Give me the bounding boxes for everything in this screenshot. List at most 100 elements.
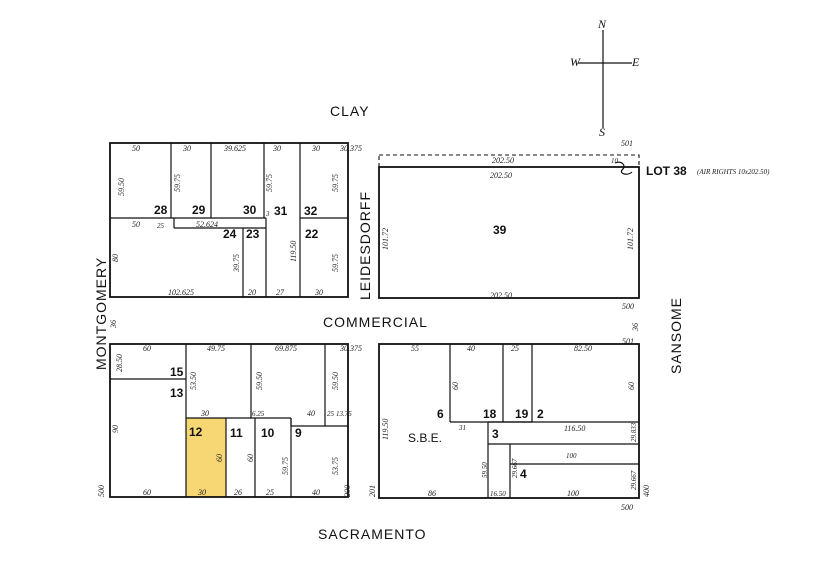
dim: 59.50 [117,178,126,196]
addr-36-right: 36 [631,323,640,332]
addr-36-left: 36 [109,320,118,329]
addr-500-left: 500 [97,485,106,497]
dim: 59.75 [331,174,340,192]
lot-31: 31 [274,204,288,218]
lot-3: 3 [492,427,499,441]
block-northwest [109,142,349,298]
dim: 30 [182,144,191,153]
lot-19: 19 [515,407,529,421]
dim: 40 [307,409,315,418]
addr-501-mid: 501 [622,337,634,346]
dim: 69.875 [275,344,297,353]
dim: 25 [327,410,335,418]
lot-39: 39 [493,223,507,237]
dim: 29.667 [511,458,519,478]
dim: 39.625 [223,144,246,153]
dim: 28.50 [115,354,124,372]
street-leidesdorff: LEIDESDORFF [357,191,373,300]
lot-30: 30 [243,203,257,217]
lot-9: 9 [295,426,302,440]
dim: 3 [265,210,270,218]
dim: 60 [627,382,636,390]
lot-24: 24 [223,227,237,241]
dim: 59.75 [331,254,340,272]
dim: 60 [451,382,460,390]
addr-400: 400 [642,485,651,497]
dim: 59.75 [281,457,290,475]
dim: 80 [111,254,120,262]
block-northeast [378,154,640,299]
dim: 30 [314,288,323,297]
dim: 39.75 [232,254,241,273]
lot-11: 11 [230,426,243,440]
addr-201: 201 [368,485,377,497]
compass-west: W [570,55,581,69]
lot-12: 12 [189,425,203,439]
dim: 29.833 [630,422,638,442]
dim: 30 [272,144,281,153]
dim: 102.625 [168,288,194,297]
lot-6: 6 [437,407,444,421]
dim: 6.25 [252,410,265,418]
dim: 10 [611,157,619,165]
dim: 116.50 [564,424,585,433]
dim: 60 [215,454,224,462]
lot-23: 23 [246,227,260,241]
street-montgomery: MONTGOMERY [93,257,109,370]
lot-18: 18 [483,407,497,421]
dim: 30 [200,409,209,418]
dim: 27 [276,288,285,297]
dim: 13.75 [336,410,352,418]
dim: 60 [246,454,255,462]
dim: 55 [411,344,419,353]
lot-15: 15 [170,365,184,379]
street-sacramento: SACRAMENTO [318,526,427,542]
dim: 31 [458,424,466,432]
dim: 101.72 [626,228,635,250]
dim: 25 [157,222,165,230]
dim: 59.50 [255,372,264,390]
street-sansome: SANSOME [668,297,684,374]
dim: 40 [312,488,320,497]
dim: 30 [311,144,320,153]
dim: 59.50 [481,462,489,478]
dim: 40 [467,344,475,353]
lot-22: 22 [305,227,319,241]
lot-4: 4 [520,467,527,481]
dim: 53.75 [331,457,340,475]
dim: 60 [143,344,151,353]
lot-13: 13 [170,386,184,400]
dim: 59.75 [173,174,182,192]
addr-500-bottom: 500 [621,503,633,512]
street-commercial: COMMERCIAL [323,314,428,330]
dim: 26 [234,488,242,497]
dim: 30 [197,488,206,497]
dim: 59.50 [331,372,340,390]
lot-28: 28 [154,203,168,217]
dim: 101.72 [381,228,390,250]
dim: 30.375 [339,344,362,353]
dim: 202.50 [492,156,514,165]
addr-500-mid: 500 [622,302,634,311]
dim: 82.50 [574,344,592,353]
dim: 16.50 [490,490,506,498]
dim: 119.50 [381,419,390,440]
compass-rose: N W E S [570,17,640,139]
dim: 50 [132,144,140,153]
dim: 60 [143,488,151,497]
dim: 25 [266,488,274,497]
block-southwest [109,343,349,498]
dim: 59.75 [265,174,274,192]
lot-12-highlight [186,418,226,497]
dim: 25 [511,344,519,353]
lot-29: 29 [192,203,206,217]
block-southeast [378,343,640,499]
dim: 100 [566,452,577,460]
lot-38-label: LOT 38 [646,164,687,178]
lot-38-note: (AIR RIGHTS 10x202.50) [697,168,770,176]
dim: 50 [132,220,140,229]
dim: 20 [248,288,256,297]
compass-east: E [631,55,640,69]
lot-2: 2 [537,407,544,421]
